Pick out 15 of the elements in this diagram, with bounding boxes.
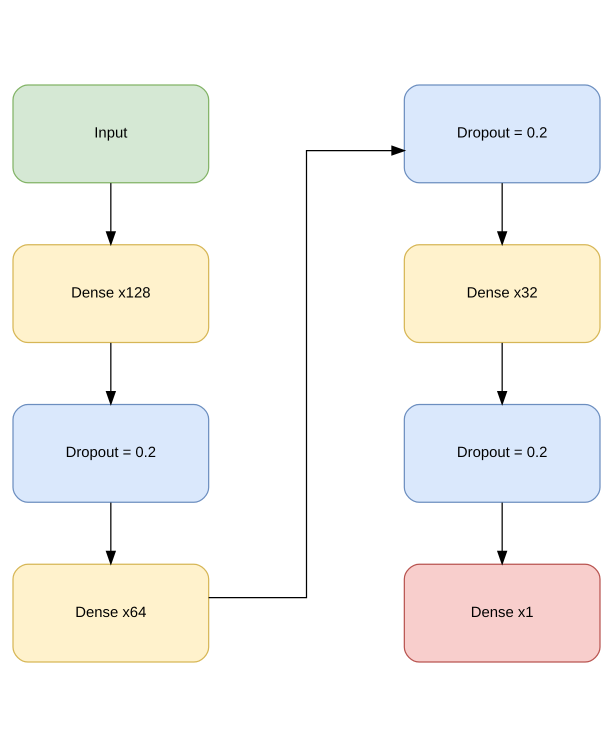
arrow	[208, 144, 406, 598]
node-box: Dropout = 0.2	[404, 403, 601, 502]
arrow	[106, 342, 116, 406]
arrow	[106, 502, 116, 566]
arrow	[496, 342, 508, 406]
node-box: Dropout = 0.2	[404, 84, 601, 183]
node-box: Dense x128	[12, 244, 210, 343]
node-box: Dense x64	[12, 563, 210, 662]
arrow	[496, 182, 508, 246]
node-box: Input	[12, 84, 210, 183]
node-box: Dense x1	[404, 563, 601, 662]
arrow	[106, 182, 116, 246]
node-box: Dense x32	[404, 244, 601, 343]
arrow	[496, 502, 508, 566]
node-box: Dropout = 0.2	[12, 403, 210, 502]
